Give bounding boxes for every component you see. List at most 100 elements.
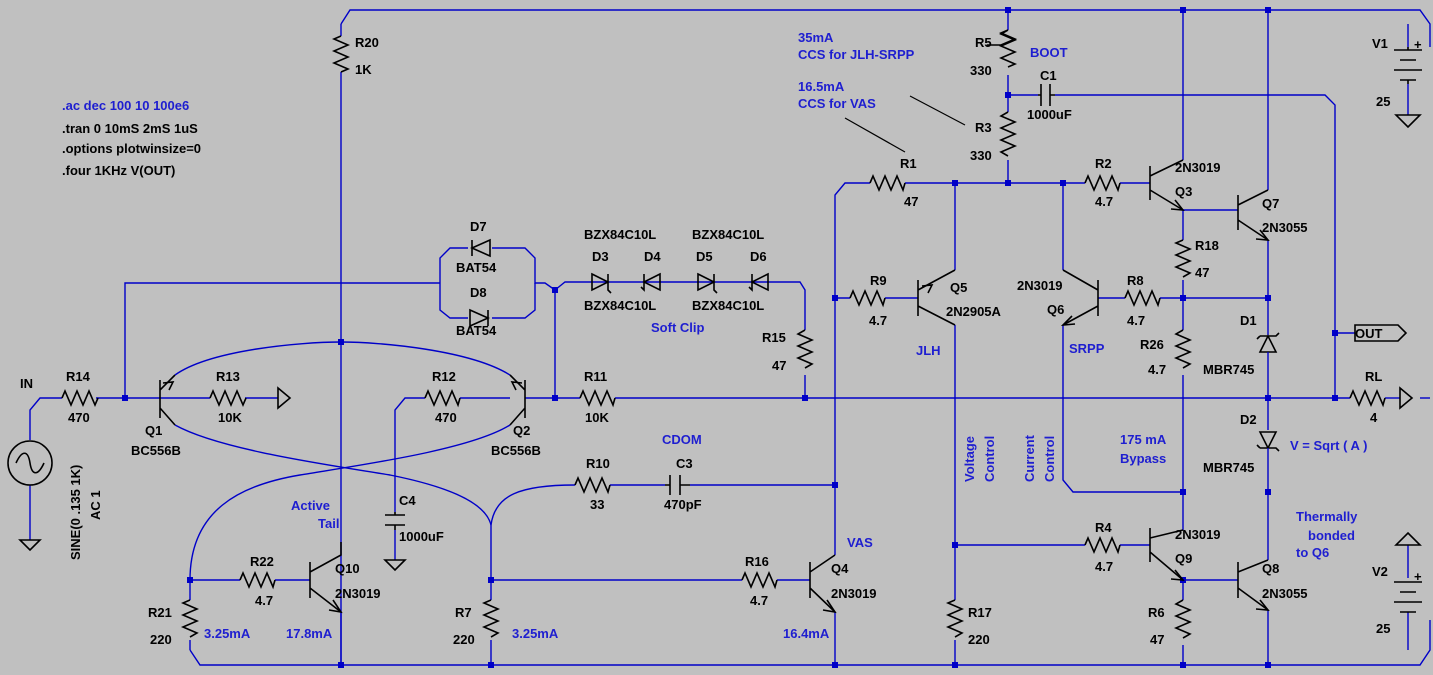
- r18-value: 47: [1195, 265, 1209, 280]
- leader-lines: [844, 95, 966, 153]
- note-i-r21: 3.25mA: [204, 626, 251, 641]
- rl-label: RL: [1365, 369, 1382, 384]
- note-srpp: SRPP: [1069, 341, 1105, 356]
- d3-model: BZX84C10L: [584, 227, 656, 242]
- note-current: Current: [1022, 434, 1037, 482]
- note-bypass-current: 175 mA: [1120, 432, 1167, 447]
- d5-label: D5: [696, 249, 713, 264]
- r21-value: 220: [150, 632, 172, 647]
- r16-value: 4.7: [750, 593, 768, 608]
- d5-model: BZX84C10L: [692, 227, 764, 242]
- source-in-value: SINE(0 .135 1K): [68, 465, 83, 560]
- note-ccs-jlh-text: CCS for JLH-SRPP: [798, 47, 915, 62]
- note-ccs-jlh-current: 35mA: [798, 30, 834, 45]
- q9-model: 2N3019: [1175, 527, 1221, 542]
- r3-label: R3: [975, 120, 992, 135]
- v1-label: V1: [1372, 36, 1388, 51]
- note-cdom: CDOM: [662, 432, 702, 447]
- r5-label: R5: [975, 35, 992, 50]
- d6-model: BZX84C10L: [692, 298, 764, 313]
- c4-label: C4: [399, 493, 416, 508]
- note-active: Active: [291, 498, 330, 513]
- c3-label: C3: [676, 456, 693, 471]
- d1-model: MBR745: [1203, 362, 1254, 377]
- resistor-symbols: [61, 29, 1386, 639]
- r20-label: R20: [355, 35, 379, 50]
- r22-value: 4.7: [255, 593, 273, 608]
- d3-label: D3: [592, 249, 609, 264]
- r3-value: 330: [970, 148, 992, 163]
- source-in-ac: AC 1: [88, 490, 103, 520]
- c1-value: 1000uF: [1027, 107, 1072, 122]
- q3-label: Q3: [1175, 184, 1192, 199]
- note-tail: Tail: [318, 516, 339, 531]
- q2-label: Q2: [513, 423, 530, 438]
- q7-label: Q7: [1262, 196, 1279, 211]
- r12-label: R12: [432, 369, 456, 384]
- r10-label: R10: [586, 456, 610, 471]
- c1-label: C1: [1040, 68, 1057, 83]
- r18-label: R18: [1195, 238, 1219, 253]
- note-boot: BOOT: [1030, 45, 1068, 60]
- r4-label: R4: [1095, 520, 1112, 535]
- note-ccs-vas-text: CCS for VAS: [798, 96, 876, 111]
- note-bonded: bonded: [1308, 528, 1355, 543]
- note-vas: VAS: [847, 535, 873, 550]
- v1-plus-sign: +: [1414, 37, 1422, 52]
- d1-label: D1: [1240, 313, 1257, 328]
- r13-value: 10K: [218, 410, 242, 425]
- diode-symbols: [469, 238, 1280, 455]
- r2-value: 4.7: [1095, 194, 1113, 209]
- d2-model: MBR745: [1203, 460, 1254, 475]
- d7-label: D7: [470, 219, 487, 234]
- capacitor-symbols: [385, 84, 1055, 530]
- d4-label: D4: [644, 249, 661, 264]
- r15-label: R15: [762, 330, 786, 345]
- note-soft-clip: Soft Clip: [651, 320, 704, 335]
- c4-value: 1000uF: [399, 529, 444, 544]
- q9-label: Q9: [1175, 551, 1192, 566]
- q4-label: Q4: [831, 561, 849, 576]
- note-voltage: Voltage: [962, 436, 977, 482]
- r4-value: 4.7: [1095, 559, 1113, 574]
- r14-value: 470: [68, 410, 90, 425]
- r21-label: R21: [148, 605, 172, 620]
- q4-model: 2N3019: [831, 586, 877, 601]
- note-i-q4: 16.4mA: [783, 626, 830, 641]
- source-in-label: IN: [20, 376, 33, 391]
- note-bypass: Bypass: [1120, 451, 1166, 466]
- r6-label: R6: [1148, 605, 1165, 620]
- q5-model: 2N2905A: [946, 304, 1002, 319]
- q6-label: Q6: [1047, 302, 1064, 317]
- source-symbols: [7, 47, 1422, 613]
- r20-value: 1K: [355, 62, 372, 77]
- r11-label: R11: [584, 369, 607, 384]
- r26-label: R26: [1140, 337, 1164, 352]
- q10-model: 2N3019: [335, 586, 381, 601]
- q2-model: BC556B: [491, 443, 541, 458]
- q10-label: Q10: [335, 561, 360, 576]
- note-v-sqrt: V = Sqrt ( A ): [1290, 438, 1367, 453]
- q5-label: Q5: [950, 280, 967, 295]
- d2-label: D2: [1240, 412, 1257, 427]
- r1-value: 47: [904, 194, 918, 209]
- r16-label: R16: [745, 554, 769, 569]
- r7-value: 220: [453, 632, 475, 647]
- q1-model: BC556B: [131, 443, 181, 458]
- d8-label: D8: [470, 285, 487, 300]
- r10-value: 33: [590, 497, 604, 512]
- d7-model: BAT54: [456, 260, 497, 275]
- wires: [29, 9, 1431, 666]
- note-to-q6: to Q6: [1296, 545, 1329, 560]
- note-i-r7: 3.25mA: [512, 626, 559, 641]
- r22-label: R22: [250, 554, 274, 569]
- r6-value: 47: [1150, 632, 1164, 647]
- note-jlh: JLH: [916, 343, 941, 358]
- out-net-label: OUT: [1355, 326, 1383, 341]
- v1-value: 25: [1376, 94, 1390, 109]
- rl-value: 4: [1370, 410, 1378, 425]
- r8-value: 4.7: [1127, 313, 1145, 328]
- c3-value: 470pF: [664, 497, 702, 512]
- directive-tran: .tran 0 10mS 2mS 1uS: [62, 121, 198, 136]
